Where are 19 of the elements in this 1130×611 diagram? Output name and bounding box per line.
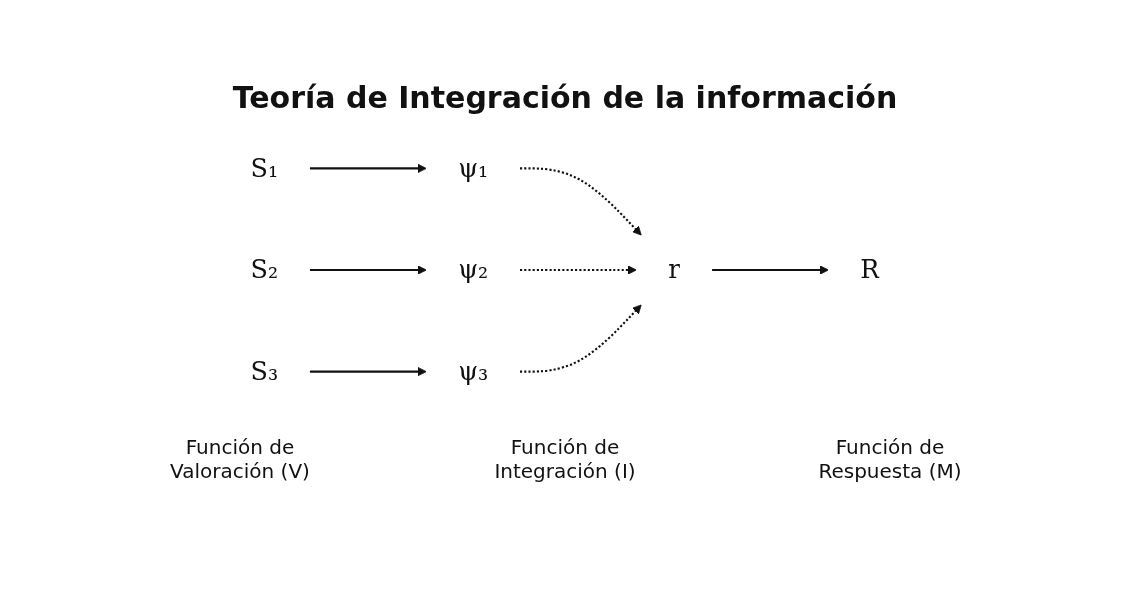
node-text: ψ₃ (458, 356, 489, 387)
node-text: S₃ (250, 356, 279, 387)
arrow (520, 304, 642, 373)
stage-label: Función de Respuesta (M) (817, 435, 963, 483)
diagram-title: Teoría de Integración de la información (232, 80, 898, 115)
arrow (712, 265, 829, 275)
stage-label: Función de Valoración (V) (169, 435, 311, 483)
arrow (309, 163, 427, 174)
arrow (309, 265, 427, 275)
node-text: R (860, 255, 880, 285)
arrow (520, 167, 642, 236)
node-text: S₁ (250, 153, 279, 184)
node-text: ψ₁ (458, 153, 489, 184)
node-text: ψ₂ (458, 255, 489, 285)
node-text: r (668, 255, 681, 285)
arrow (520, 265, 637, 275)
arrow (309, 366, 427, 377)
stage-label: Función de Integración (I) (493, 435, 637, 483)
node-text: S₂ (250, 255, 279, 285)
